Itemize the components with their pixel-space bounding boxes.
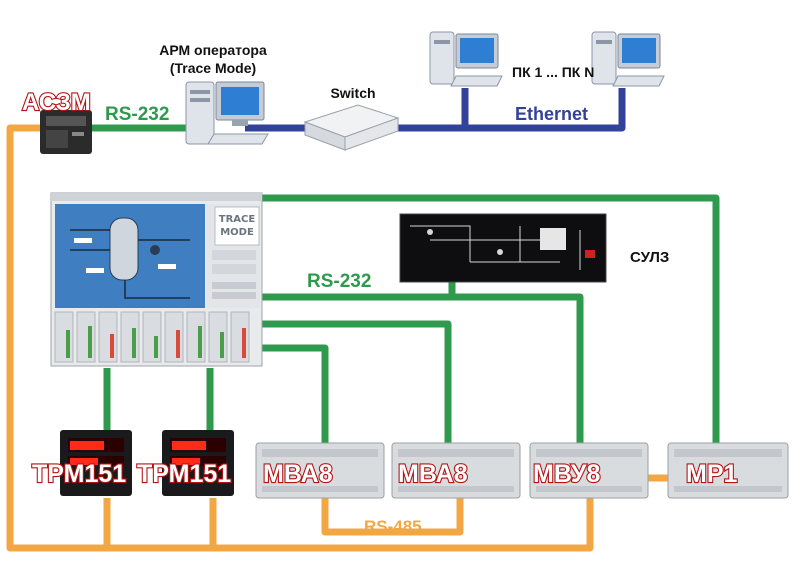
device-label-trm151-1: ТРМ151 bbox=[32, 460, 126, 488]
rs232-scada-to-mr1 bbox=[262, 194, 720, 445]
device-label-mr1: МР1 bbox=[686, 460, 738, 488]
rs485-bus-lines bbox=[6, 124, 668, 552]
device-label-mva8-1: МВА8 bbox=[263, 460, 333, 488]
rs485-label: RS-485 bbox=[364, 517, 422, 536]
arm-label-line2: (Trace Mode) bbox=[170, 60, 256, 76]
sulz-panel bbox=[399, 213, 607, 283]
rs232-scada-to-mva2 bbox=[262, 344, 329, 445]
asz-device bbox=[40, 110, 92, 154]
rs232-lines bbox=[92, 124, 720, 445]
switch-icon bbox=[303, 104, 400, 151]
arm-label-line1: АРМ оператора bbox=[159, 42, 267, 58]
scada-logo-line1: TRACE bbox=[219, 214, 256, 225]
device-trm151-2 bbox=[162, 430, 234, 496]
rs232-top-label: RS-232 bbox=[105, 104, 169, 125]
asz-label: АСЗМ bbox=[22, 89, 91, 116]
sulz-label: СУЛЗ bbox=[630, 249, 669, 266]
pc1-workstation-icon bbox=[429, 31, 503, 87]
device-label-mva8-2: МВА8 bbox=[398, 460, 468, 488]
device-mva8-2 bbox=[391, 442, 521, 499]
rs485-main-loop bbox=[6, 124, 594, 552]
arm-workstation-icon bbox=[185, 81, 269, 145]
ethernet-label: Ethernet bbox=[515, 104, 588, 124]
device-label-trm151-2: ТРМ151 bbox=[137, 460, 231, 488]
switch-label: Switch bbox=[330, 85, 375, 101]
scada-logo-line2: MODE bbox=[220, 227, 254, 238]
pc-label: ПК 1 ... ПК N bbox=[512, 64, 594, 80]
rs232-scada-to-mvu bbox=[262, 320, 452, 445]
device-mva8-1 bbox=[255, 442, 385, 499]
rs232-mid-label: RS-232 bbox=[307, 271, 371, 292]
device-label-mvu8: МВУ8 bbox=[533, 460, 600, 488]
scada-screen: TRACE MODE bbox=[50, 192, 263, 367]
scada-gauges bbox=[54, 311, 250, 363]
rs485-drop-mva1 bbox=[321, 498, 464, 536]
pcn-workstation-icon bbox=[591, 31, 665, 87]
device-mr1 bbox=[667, 442, 789, 499]
device-trm151-1 bbox=[60, 430, 132, 496]
device-mvu8 bbox=[529, 442, 649, 499]
rs232-scada-to-sulz bbox=[262, 293, 584, 445]
